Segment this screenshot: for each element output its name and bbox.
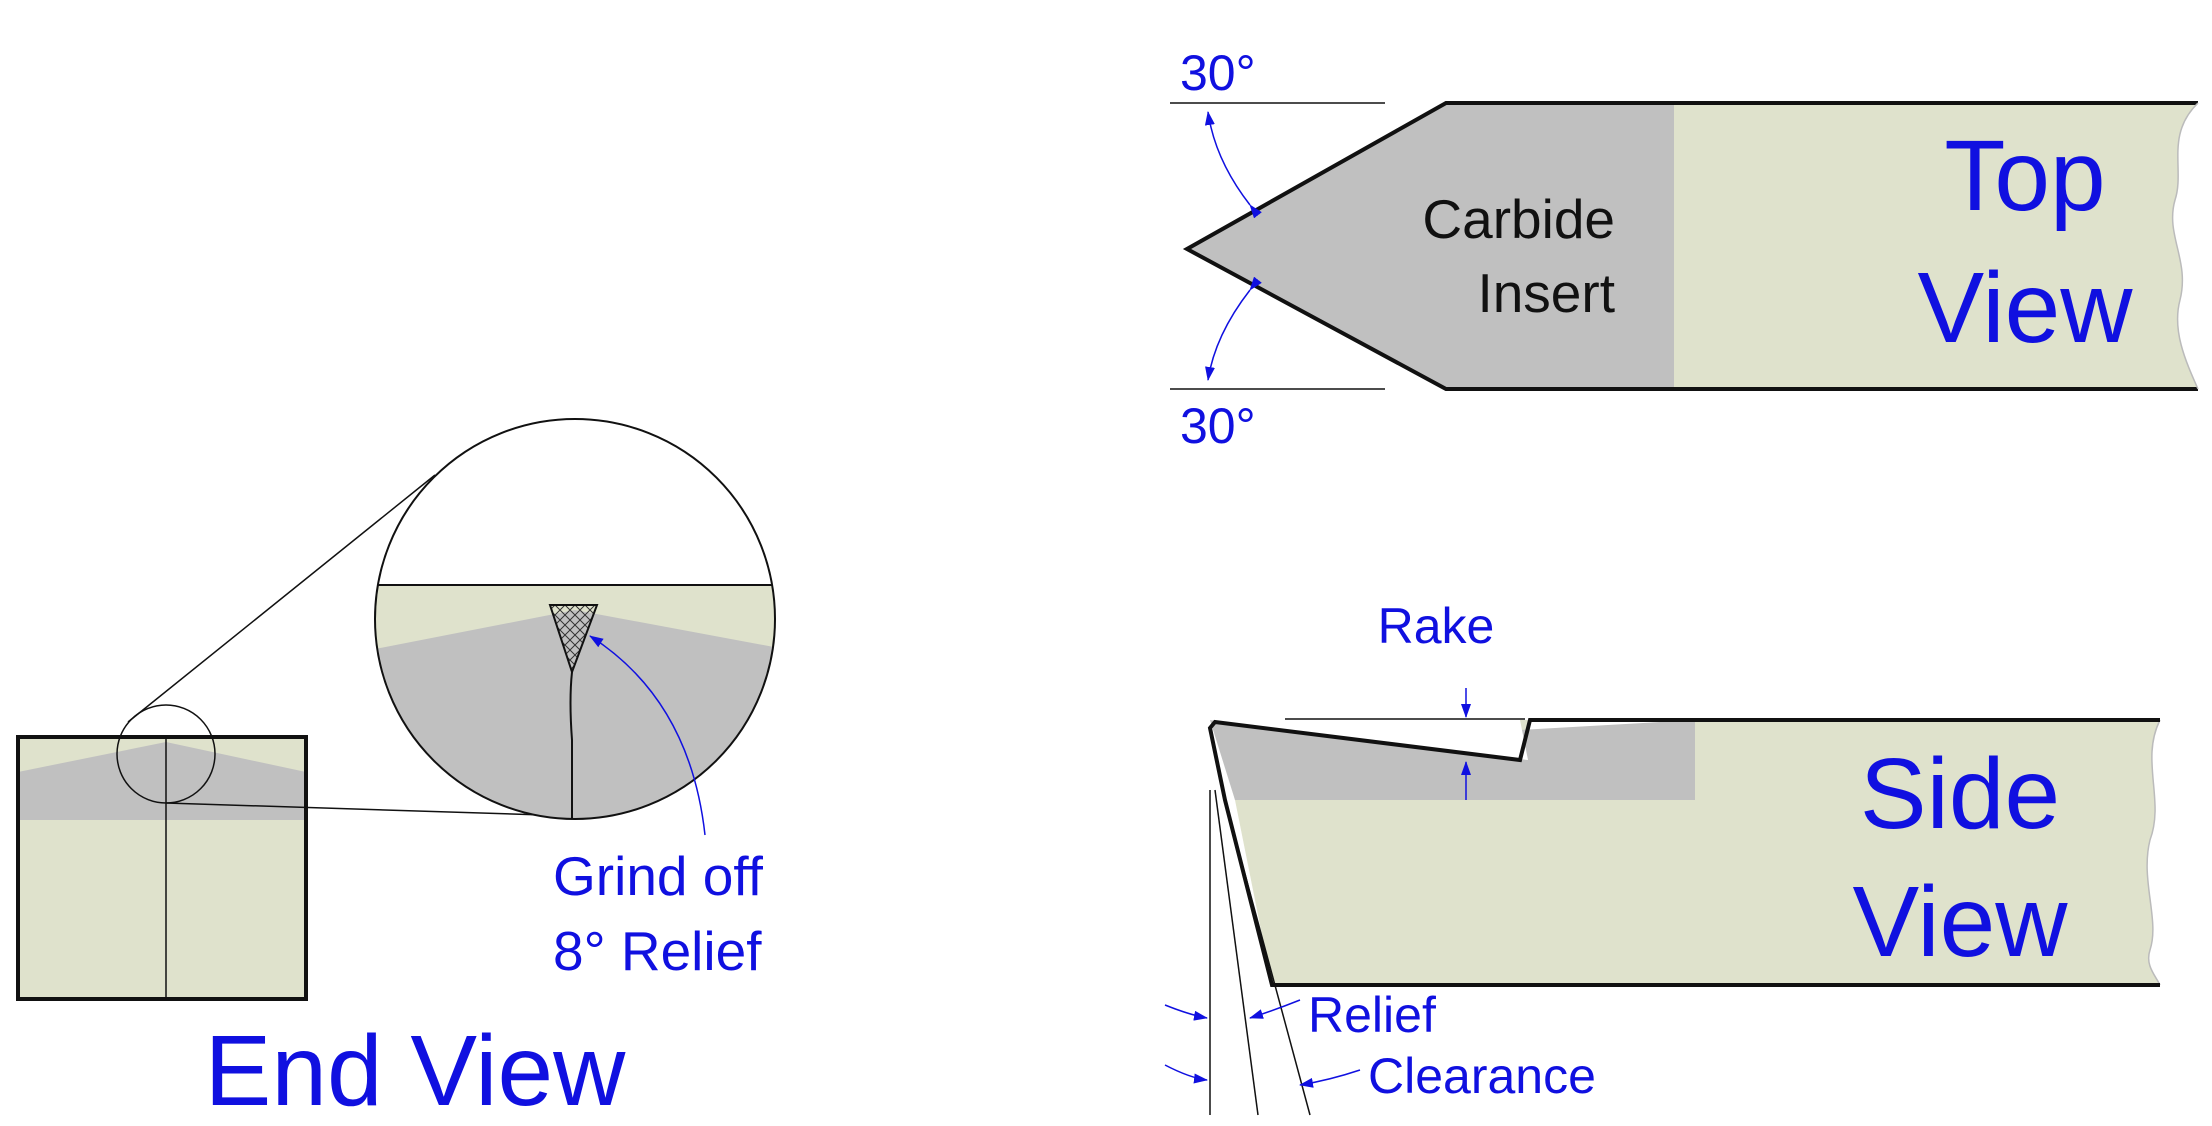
top-angle-label: 30° xyxy=(1180,45,1256,101)
top-view-carbide-insert xyxy=(1187,103,1674,389)
detail-leader-top xyxy=(127,474,436,723)
grind-off-label-line2: 8° Relief xyxy=(553,920,762,982)
end-view-outline xyxy=(16,735,308,1001)
top-view-title-line2: View xyxy=(1918,252,2134,364)
zoomed-detail xyxy=(375,419,775,819)
grind-off-arrow xyxy=(589,635,706,836)
rake-label: Rake xyxy=(1378,598,1495,654)
side-view-shank-main xyxy=(1235,800,2160,985)
clearance-arrow-left xyxy=(1164,1064,1208,1084)
relief-label: Relief xyxy=(1308,987,1436,1043)
side-view-title-line1: Side xyxy=(1860,738,2060,850)
relief-arrow-left xyxy=(1164,1004,1208,1021)
clearance-line xyxy=(1224,799,1311,1116)
end-view-carbide-insert xyxy=(18,742,306,820)
clearance-arrow-right xyxy=(1299,1069,1361,1088)
insert-label-line1: Carbide xyxy=(1422,188,1615,250)
end-view: Grind off 8° Relief End View xyxy=(16,418,776,1126)
insert-label-line2: Insert xyxy=(1477,262,1615,324)
bottom-angle-arc xyxy=(1205,276,1262,381)
side-view-shank-right xyxy=(1695,720,2160,800)
top-view-title-line1: Top xyxy=(1944,120,2105,232)
top-view-break-edge xyxy=(2171,102,2199,390)
top-view-shank xyxy=(1674,103,2198,389)
top-view-outline xyxy=(1182,101,2198,391)
side-view: Rake Relief Clearance Side View xyxy=(1164,598,2161,1116)
bottom-angle-label: 30° xyxy=(1180,398,1256,454)
clearance-label: Clearance xyxy=(1368,1048,1596,1104)
side-view-carbide-insert xyxy=(1210,720,1695,800)
relief-line xyxy=(1214,789,1259,1116)
zoom-circle xyxy=(374,418,776,820)
grind-off-label-line1: Grind off xyxy=(553,845,764,907)
detail-leader-bottom xyxy=(165,802,576,817)
top-angle-arc xyxy=(1204,111,1262,219)
grind-off-region xyxy=(548,604,599,676)
relief-arrow-right xyxy=(1249,999,1301,1019)
side-view-outline xyxy=(1207,718,2160,987)
top-view: 30° 30° Carbide Insert Top View xyxy=(1170,45,2199,454)
side-view-break-edge xyxy=(2146,719,2161,986)
end-view-title: End View xyxy=(205,1015,626,1126)
side-view-title-line2: View xyxy=(1853,866,2069,978)
